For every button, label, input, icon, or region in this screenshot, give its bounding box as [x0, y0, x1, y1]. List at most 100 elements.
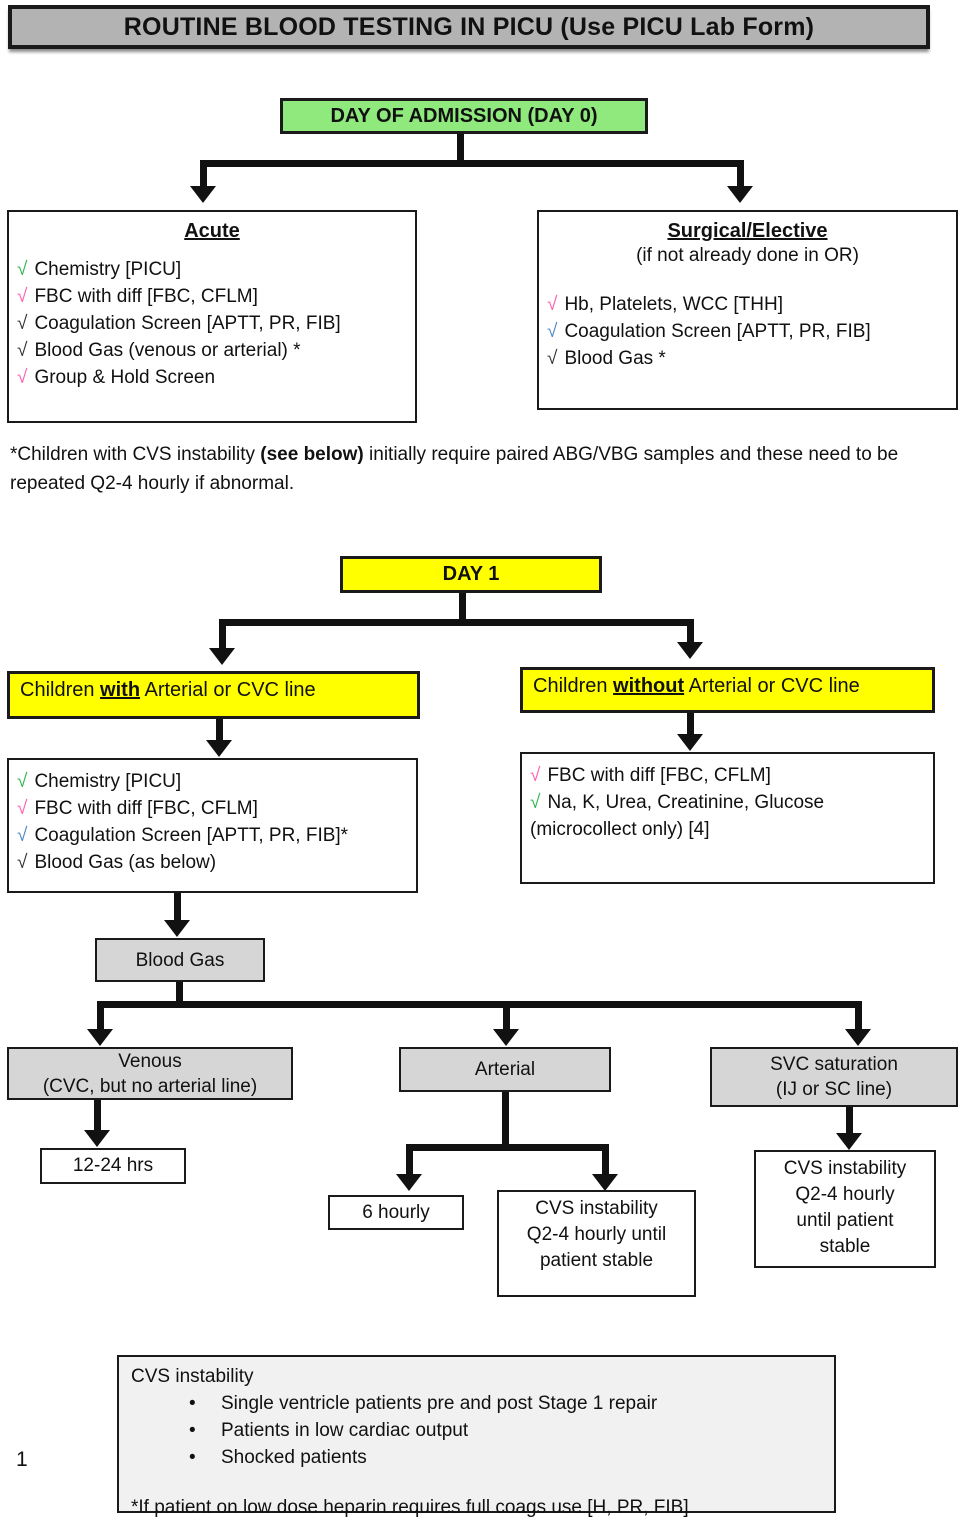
- checklist-item-label: Coagulation Screen [APTT, PR, FIB]: [564, 321, 871, 342]
- arrow-down-icon: [845, 1029, 871, 1046]
- cvs-note-bullet: •Patients in low cardiac output: [131, 1417, 822, 1444]
- cvs-instability-text: Q2-4 hourly until: [526, 1224, 667, 1245]
- checkmark-icon: √: [547, 348, 558, 369]
- connector-line: [503, 1008, 510, 1029]
- page-title: ROUTINE BLOOD TESTING IN PICU (Use PICU …: [8, 5, 930, 49]
- checklist-item: √ Blood Gas (as below): [17, 849, 408, 876]
- checkmark-icon: √: [17, 313, 28, 334]
- checkmark-icon: √: [547, 294, 558, 315]
- arterial-routine-interval-node: 6 hourly: [328, 1195, 464, 1230]
- bullet-icon: •: [189, 1393, 196, 1414]
- arterial-node: Arterial: [399, 1047, 611, 1092]
- connector-line: [216, 719, 223, 740]
- checklist-item-label: Blood Gas (as below): [34, 852, 217, 873]
- cvs-definition-note: CVS instability • Single ventricle patien…: [117, 1355, 836, 1518]
- day0-node: DAY OF ADMISSION (DAY 0): [280, 98, 648, 134]
- without-line-checklist: √ FBC with diff [FBC, CFLM] √ Na, K, Urea,…: [530, 762, 925, 843]
- arrow-down-icon: [677, 642, 703, 659]
- checklist-item: √ FBC with diff [FBC, CFLM]: [530, 762, 925, 789]
- surgical-elective-node: Surgical/Elective (if not already done i…: [537, 210, 958, 410]
- cvs-instability-text: CVS instability: [783, 1158, 907, 1179]
- arrow-down-icon: [164, 920, 190, 937]
- connector-line: [687, 620, 694, 642]
- checklist-item-label: Coagulation Screen [APTT, PR, FIB]: [34, 313, 341, 334]
- connector-line: [174, 893, 181, 920]
- branch-label: Children: [533, 675, 614, 697]
- arrow-down-icon: [209, 648, 235, 665]
- connector-line: [406, 1144, 609, 1151]
- checkmark-icon: √: [17, 798, 28, 819]
- day1-node: DAY 1: [340, 556, 602, 593]
- checkmark-icon: √: [17, 367, 28, 388]
- arrow-down-icon: [206, 740, 232, 757]
- checklist-item: √Chemistry [PICU]: [17, 768, 408, 795]
- page-number: 1: [16, 1448, 28, 1471]
- surgical-title: Surgical/Elective: [667, 220, 828, 242]
- bullet-text: Patients in low cardiac output: [221, 1420, 469, 1441]
- connector-line: [687, 713, 694, 734]
- cvs-instability-text: stable: [819, 1236, 871, 1257]
- svc-sublabel: (IJ or SC line): [775, 1079, 893, 1100]
- connector-line: [97, 1001, 862, 1008]
- connector-line: [457, 134, 464, 164]
- checkmark-icon: √: [530, 765, 541, 786]
- venous-sublabel: (CVC, but no arterial line): [42, 1075, 258, 1097]
- checkmark-icon: √: [17, 852, 28, 873]
- footnote-text: *Children with CVS instability: [10, 444, 261, 465]
- connector-line: [219, 620, 226, 648]
- connector-line: [200, 160, 744, 167]
- checkmark-icon: √: [530, 792, 541, 813]
- arterial-cvs-instability-node: CVS instability Q2-4 hourly until patien…: [497, 1190, 696, 1297]
- connector-line: [176, 982, 183, 1007]
- blood-gas-node: Blood Gas: [95, 938, 265, 982]
- connector-line: [406, 1144, 413, 1174]
- checklist-item-label: Na, K, Urea, Creatinine, Glucose: [547, 792, 825, 813]
- with-line-tests-node: √Chemistry [PICU] √FBC with diff [FBC, C…: [7, 758, 418, 893]
- abg-vbg-footnote: *Children with CVS instability (see belo…: [10, 440, 964, 498]
- connector-line: [846, 1107, 853, 1133]
- checklist-continuation: (microcollect only) [4]: [530, 819, 710, 840]
- checklist-item-label: Hb, Platelets, WCC [THH]: [564, 294, 783, 315]
- arrow-down-icon: [84, 1130, 110, 1147]
- arrow-down-icon: [190, 186, 216, 203]
- connector-line: [855, 1001, 862, 1029]
- acute-title: Acute: [184, 220, 240, 242]
- checklist-item: √Chemistry [PICU]: [17, 256, 407, 283]
- svc-label: SVC saturation: [770, 1054, 898, 1075]
- bullet-text: Shocked patients: [221, 1447, 367, 1468]
- checklist-item: √ Na, K, Urea, Creatinine, Glucose: [530, 789, 925, 816]
- connector-line: [502, 1092, 509, 1150]
- branch-label-emph: without: [613, 675, 685, 697]
- checkmark-icon: √: [547, 321, 558, 342]
- checklist-item-label: FBC with diff [FBC, CFLM]: [547, 765, 771, 786]
- checklist-item: √FBC with diff [FBC, CFLM]: [17, 795, 408, 822]
- checklist-item: √ Blood Gas *: [547, 345, 948, 372]
- connector-line: [219, 619, 694, 626]
- checklist-item: √Blood Gas (venous or arterial) *: [17, 337, 407, 364]
- checklist-item-label: Blood Gas (venous or arterial) *: [34, 340, 301, 361]
- bullet-text: Single ventricle patients pre and post S…: [221, 1393, 658, 1414]
- checklist-item: √ FBC with diff [FBC, CFLM]: [17, 283, 407, 310]
- cvs-note-title: CVS instability: [131, 1366, 254, 1387]
- checklist-item: √ Coagulation Screen [APTT, PR, FIB]: [17, 310, 407, 337]
- branch-label: Arterial or CVC line: [140, 679, 316, 701]
- checkmark-icon: √: [17, 286, 28, 307]
- connector-line: [97, 1001, 104, 1029]
- svc-saturation-node: SVC saturation (IJ or SC line): [710, 1047, 958, 1107]
- checklist-item-label: Chemistry [PICU]: [34, 259, 182, 280]
- bullet-icon: •: [189, 1447, 196, 1468]
- checklist-item: √Group & Hold Screen: [17, 364, 407, 391]
- arrow-down-icon: [87, 1029, 113, 1046]
- arrow-down-icon: [836, 1133, 862, 1150]
- heparin-footnote: *If patient on low dose heparin requires…: [131, 1497, 689, 1518]
- cvs-note-bullet: • Single ventricle patients pre and post …: [131, 1390, 822, 1417]
- arrow-down-icon: [493, 1029, 519, 1046]
- checklist-item-label: Blood Gas *: [564, 348, 666, 369]
- checklist-item-label: FBC with diff [FBC, CFLM]: [34, 286, 258, 307]
- cvs-instability-text: until patient: [796, 1210, 894, 1231]
- arrow-down-icon: [727, 186, 753, 203]
- connector-line: [737, 160, 744, 186]
- checkmark-icon: √: [17, 771, 28, 792]
- cvs-instability-text: CVS instability: [535, 1198, 658, 1219]
